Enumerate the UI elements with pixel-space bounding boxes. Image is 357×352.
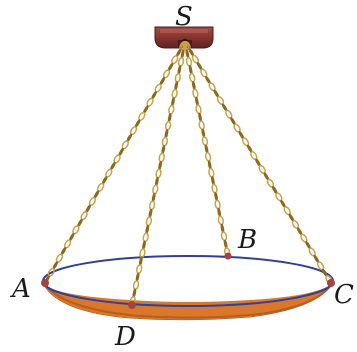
chain-link <box>177 57 185 67</box>
chain-link <box>189 72 196 83</box>
chain-link <box>152 184 159 195</box>
chain-link <box>161 145 166 155</box>
chain-link <box>195 104 202 115</box>
point-c <box>327 279 335 287</box>
chain-link <box>174 73 181 83</box>
chain-link <box>148 200 156 211</box>
chain-link <box>171 88 178 99</box>
chain-link <box>142 240 146 250</box>
chain-link <box>174 81 179 91</box>
chain-link <box>161 136 169 147</box>
chain-link <box>201 136 209 146</box>
pan-rim <box>42 255 334 307</box>
chain-link <box>158 152 165 163</box>
attachment-points <box>41 252 335 309</box>
chain-link <box>168 104 175 115</box>
chain-link <box>188 65 193 75</box>
point-a <box>41 279 49 287</box>
chain-sb <box>182 41 231 257</box>
chain-link <box>145 216 153 227</box>
chain-link <box>220 231 228 242</box>
chain-link <box>136 264 143 274</box>
ceiling-mount <box>154 26 214 49</box>
chain-link <box>214 199 221 210</box>
chain-link <box>155 168 162 179</box>
chain-link <box>135 272 140 282</box>
chain-link <box>211 183 218 194</box>
chain-link <box>167 113 172 123</box>
chain-link <box>201 128 206 138</box>
pan <box>43 282 334 321</box>
chain-sa <box>44 40 187 284</box>
label-c: C <box>334 280 354 310</box>
chains <box>44 40 333 306</box>
chain-link <box>198 120 205 131</box>
chain-link <box>185 56 193 67</box>
chain-link <box>132 288 137 298</box>
chain-link <box>148 208 153 218</box>
label-a: A <box>10 274 31 304</box>
chain-link <box>204 152 212 162</box>
label-b: B <box>237 225 257 255</box>
point-b <box>224 252 232 260</box>
chain-link <box>164 120 172 131</box>
chain-link <box>195 96 199 106</box>
label-d: D <box>114 322 136 352</box>
label-s: S <box>175 2 193 32</box>
chain-sd <box>129 41 188 306</box>
chain-link <box>145 224 150 234</box>
chain-link <box>217 215 224 226</box>
chain-link <box>132 280 140 290</box>
chain-link <box>208 167 215 178</box>
chain-link <box>192 88 199 99</box>
chain-link <box>151 192 156 202</box>
chain-link <box>158 160 162 171</box>
point-d <box>128 301 136 309</box>
chain-link <box>142 232 149 243</box>
chain-link <box>177 65 182 75</box>
chain-sc <box>183 40 333 285</box>
